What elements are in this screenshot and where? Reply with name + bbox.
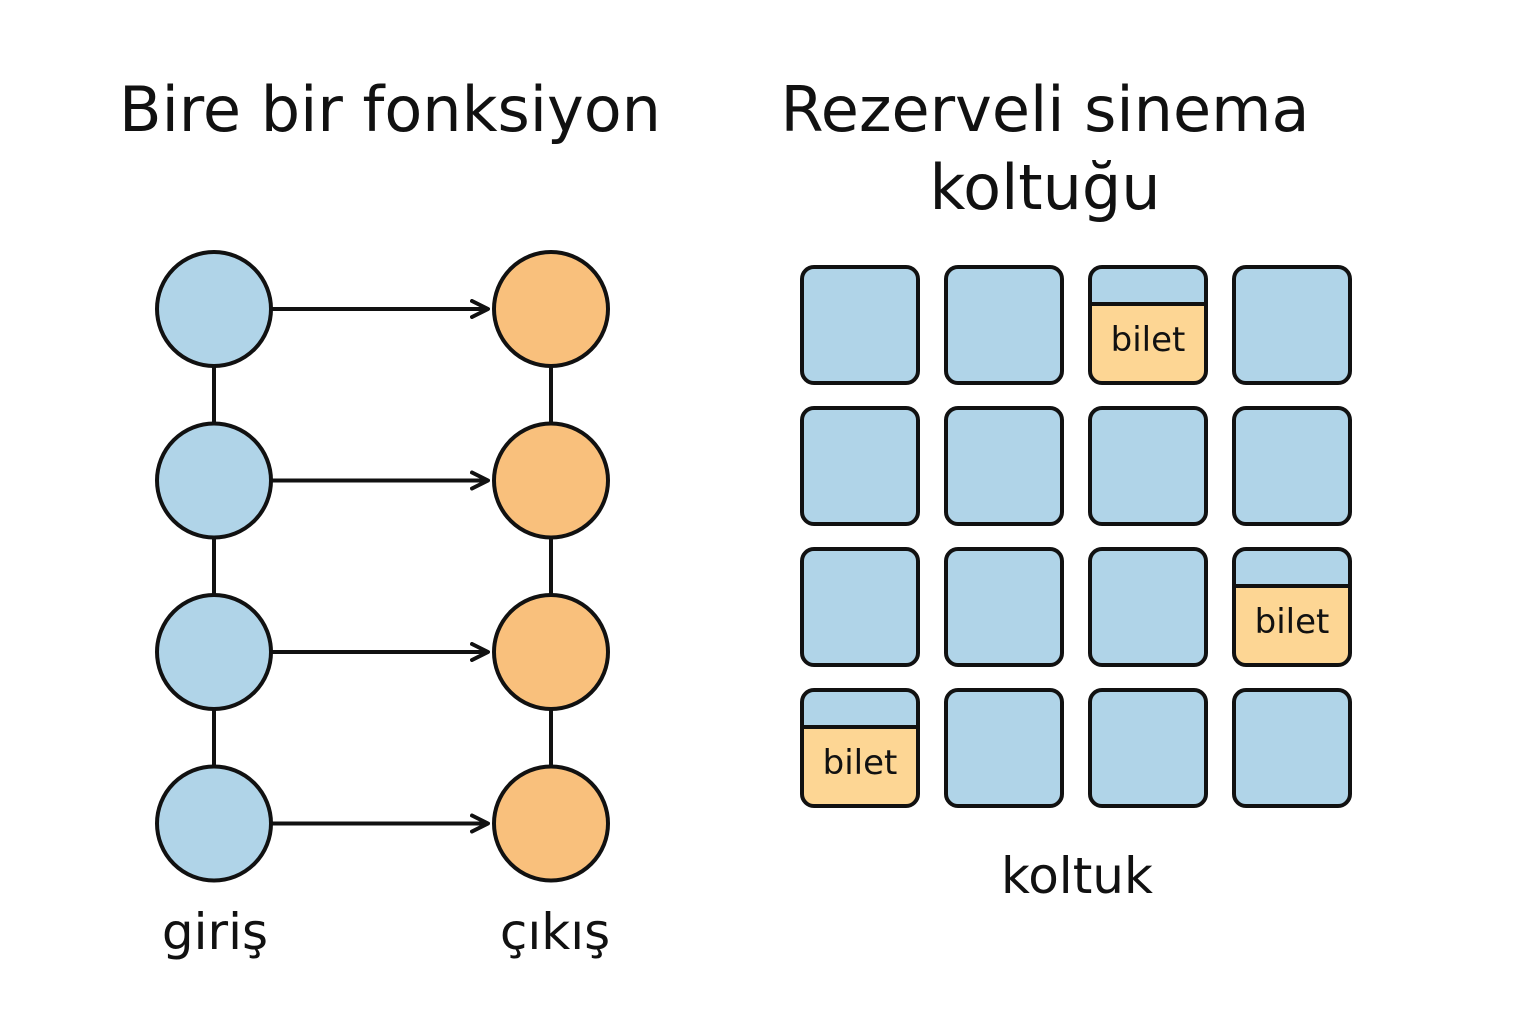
seat-outline [1088,688,1208,808]
input-node [155,421,273,540]
input-node [155,764,273,883]
seat-body [1234,690,1350,806]
seat-body [1090,408,1206,524]
seat-outline [800,688,920,808]
seat-outline [944,688,1064,808]
seat-outline [1088,406,1208,526]
seat [1232,688,1352,808]
input-node [155,593,273,711]
seat-outline [944,406,1064,526]
seat [944,688,1064,808]
seat [1232,265,1352,385]
ticket-text: bilet [1255,602,1330,642]
seat [800,547,920,667]
seat [1088,406,1208,526]
ticket-text: bilet [823,743,898,783]
seat-body [1090,549,1206,665]
seat [800,406,920,526]
seat-outline [800,265,920,385]
seat-outline [1088,265,1208,385]
seat-outline [1232,265,1352,385]
seat-outline [1232,406,1352,526]
input-node [155,250,273,368]
seat-body [802,267,918,383]
ticket-text: bilet [1111,320,1186,360]
seat-body [946,690,1062,806]
output-node [492,421,610,540]
seat-outline [1232,547,1352,667]
seat [1088,688,1208,808]
seat [944,406,1064,526]
title-reserved-seat-line1: Rezerveli sinema [780,73,1310,146]
seat-body [802,408,918,524]
seat-with-ticket: bilet [1232,547,1352,667]
seat [1088,547,1208,667]
seat-body [946,549,1062,665]
seat [944,265,1064,385]
seat [944,547,1064,667]
seat-body [1234,267,1350,383]
title-reserved-seat-line2: koltuğu [929,151,1161,224]
seat-outline [1088,547,1208,667]
seat-body [1090,690,1206,806]
seat-outline [800,547,920,667]
output-label: çıkış [499,903,611,961]
seat-body [1234,408,1350,524]
ticket-band [1090,304,1206,383]
ticket-band [1234,586,1350,665]
seat-body [802,549,918,665]
seat-outline [944,265,1064,385]
output-node [492,250,610,368]
seat-grid: bilet bilet bilet [800,265,1352,808]
output-node [492,764,610,883]
seat-body [946,267,1062,383]
seat-label: koltuk [1001,847,1153,905]
input-label: giriş [161,903,269,961]
seat-outline [944,547,1064,667]
seat [1232,406,1352,526]
seat-with-ticket: bilet [1088,265,1208,385]
one-to-one-mapping [155,250,610,883]
output-node [492,593,610,711]
seat-with-ticket: bilet [800,688,920,808]
title-one-to-one-function: Bire bir fonksiyon [119,73,661,146]
seat [800,265,920,385]
seat-body [946,408,1062,524]
seat-outline [1232,688,1352,808]
seat-outline [800,406,920,526]
ticket-band [802,727,918,806]
